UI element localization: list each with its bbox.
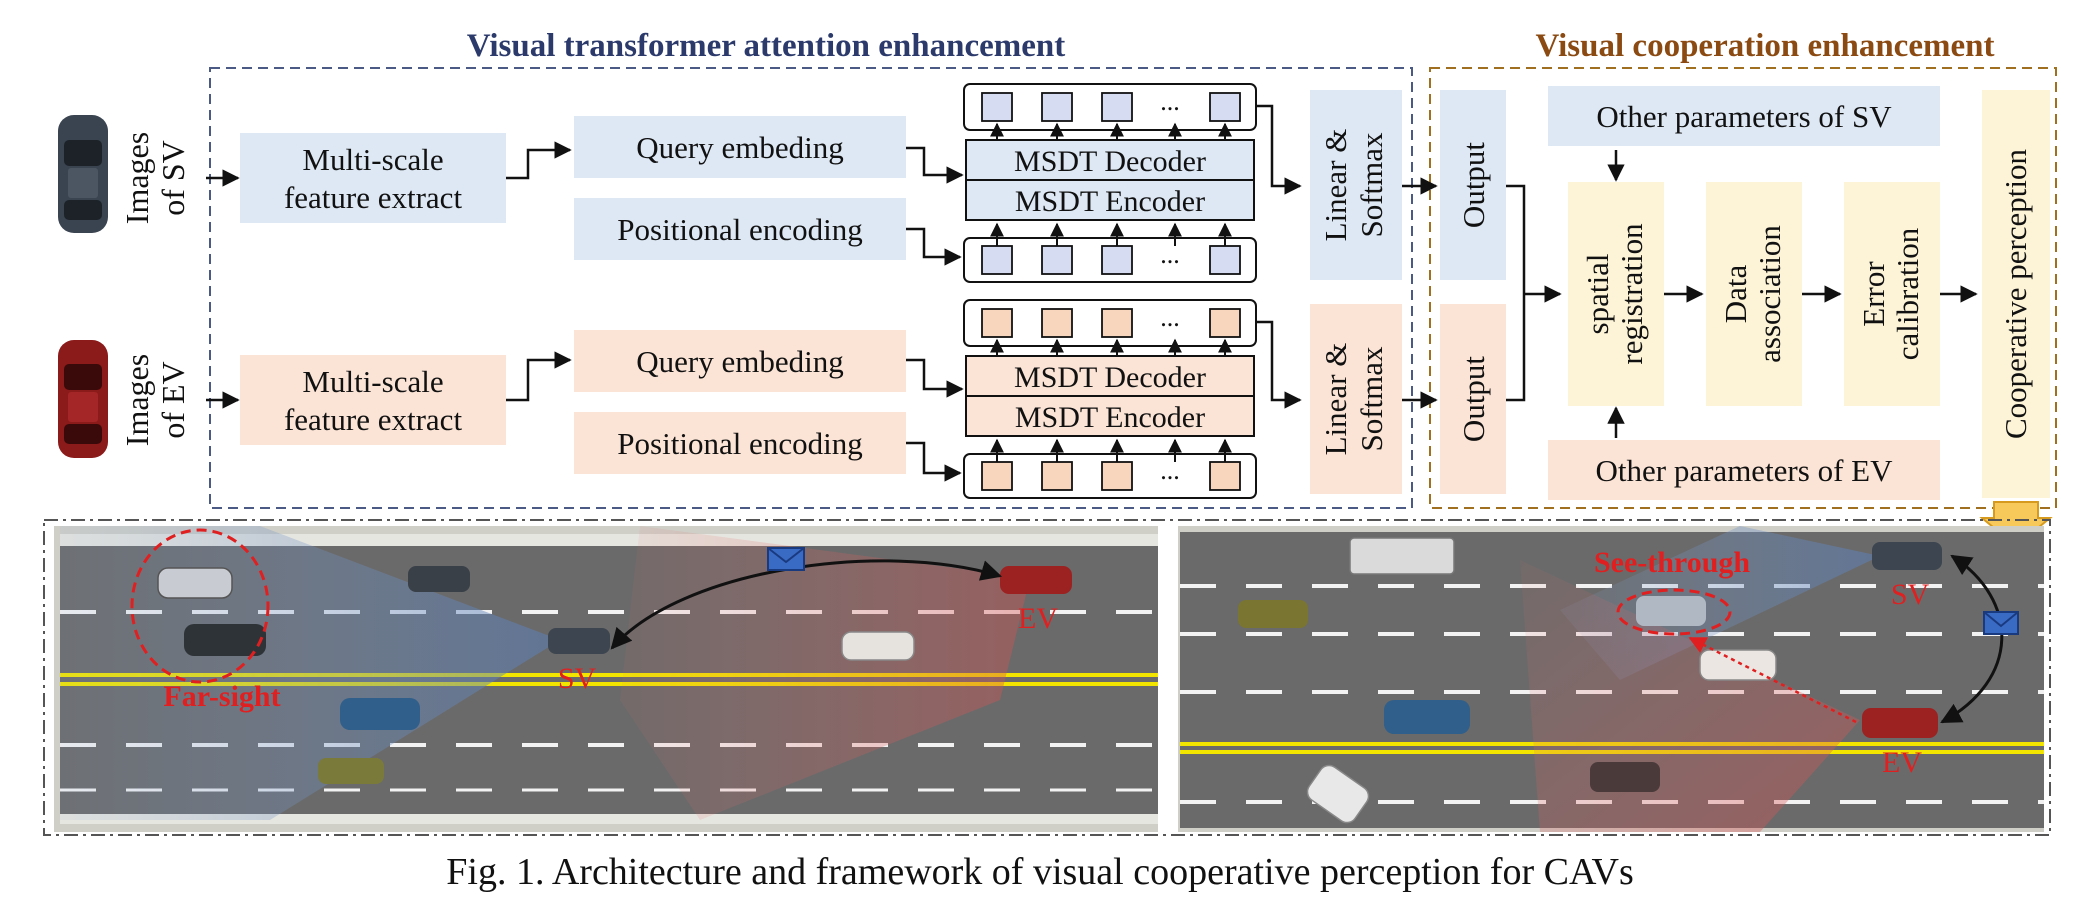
ev-feature-extract-box — [240, 355, 506, 445]
ev-car-image — [58, 340, 108, 458]
ev-encoder-label: MSDT Encoder — [1015, 401, 1205, 434]
error-calibration-box — [1844, 182, 1940, 406]
left-ev-label: EV — [1018, 602, 1058, 635]
ev-query-embedding-box — [574, 330, 906, 392]
ev-output-box — [1440, 304, 1506, 494]
sv-decoder-label: MSDT Decoder — [1014, 145, 1206, 178]
sv-linear-softmax-label-1: Linear & — [1318, 129, 1353, 242]
sv-encoder-label: MSDT Encoder — [1015, 185, 1205, 218]
ev-output-tokens — [981, 308, 1241, 338]
ev-linear-softmax-label-1: Linear & — [1318, 343, 1353, 456]
other-params-ev-box — [1548, 440, 1940, 500]
sv-linear-softmax-box — [1310, 90, 1402, 280]
see-through-ellipse — [1616, 588, 1732, 636]
error-calibration-label-1: Error — [1856, 261, 1891, 327]
ev-linear-softmax-box — [1310, 304, 1402, 494]
sv-output-token-ellipsis: ... — [1160, 87, 1180, 116]
ev-query-embedding-label: Query embeding — [636, 344, 843, 379]
sv-feature-extract-label-2: feature extract — [284, 180, 463, 215]
other-params-sv-box — [1548, 86, 1940, 146]
other-params-ev-label: Other parameters of EV — [1596, 453, 1894, 488]
ev-input-token-ellipsis: ... — [1160, 456, 1180, 485]
spatial-registration-label-1: spatial — [1580, 254, 1615, 335]
right-message-icon — [1983, 611, 2019, 635]
sv-input-label-2: of SV — [155, 140, 191, 216]
right-road-scene — [1178, 526, 2044, 832]
ev-output-token-ellipsis: ... — [1160, 303, 1180, 332]
sv-output-box — [1440, 90, 1506, 280]
sv-input-token-ellipsis: ... — [1160, 240, 1180, 269]
transformer-section-frame — [209, 67, 1413, 509]
data-association-label-2: association — [1752, 225, 1787, 363]
far-sight-ellipse — [130, 528, 270, 684]
sv-query-embedding-box — [574, 116, 906, 178]
cooperation-section-title: Visual cooperation enhancement — [1536, 28, 1995, 64]
sv-input-tokens — [981, 245, 1241, 275]
sv-positional-encoding-box — [574, 198, 906, 260]
spatial-registration-box — [1568, 182, 1664, 406]
ev-linear-softmax-label-2: Softmax — [1354, 346, 1389, 452]
ev-positional-encoding-box — [574, 412, 906, 474]
ev-output-label: Output — [1456, 356, 1491, 443]
scene-frame — [43, 519, 2051, 836]
cooperative-perception-label: Cooperative perception — [1998, 148, 2033, 439]
right-sv-label: SV — [1891, 578, 1930, 611]
sv-output-label: Output — [1456, 142, 1491, 229]
right-ev-label: EV — [1882, 746, 1922, 779]
sv-feature-extract-label-1: Multi-scale — [302, 142, 443, 177]
see-through-label: See-through — [1594, 546, 1750, 579]
ev-input-tokens — [981, 461, 1241, 491]
sv-positional-encoding-label: Positional encoding — [617, 212, 862, 247]
ev-input-label-2: of EV — [155, 361, 191, 438]
sv-query-embedding-label: Query embeding — [636, 130, 843, 165]
sv-output-tokens — [981, 92, 1241, 122]
far-sight-label: Far-sight — [163, 680, 280, 713]
error-calibration-label-2: calibration — [1890, 227, 1925, 360]
sv-input-label-1: Images — [119, 132, 155, 224]
transformer-section-title: Visual transformer attention enhancement — [467, 28, 1066, 64]
cooperative-perception-box — [1982, 90, 2050, 498]
sv-car-image — [58, 115, 108, 233]
left-sv-label: SV — [558, 662, 597, 695]
other-params-sv-label: Other parameters of SV — [1596, 99, 1892, 134]
figure-caption: Fig. 1. Architecture and framework of vi… — [446, 851, 1634, 893]
ev-feature-extract-label-1: Multi-scale — [302, 364, 443, 399]
data-association-label-1: Data — [1718, 265, 1753, 324]
left-road-scene — [54, 526, 1158, 832]
sv-feature-extract-box — [240, 133, 506, 223]
cooperation-section-frame — [1429, 67, 2057, 509]
spatial-registration-label-2: registration — [1614, 223, 1649, 365]
ev-positional-encoding-label: Positional encoding — [617, 426, 862, 461]
ev-decoder-label: MSDT Decoder — [1014, 361, 1206, 394]
sv-linear-softmax-label-2: Softmax — [1354, 132, 1389, 238]
data-association-box — [1706, 182, 1802, 406]
ev-feature-extract-label-2: feature extract — [284, 402, 463, 437]
ev-input-label-1: Images — [119, 354, 155, 446]
left-message-icon — [767, 547, 805, 571]
